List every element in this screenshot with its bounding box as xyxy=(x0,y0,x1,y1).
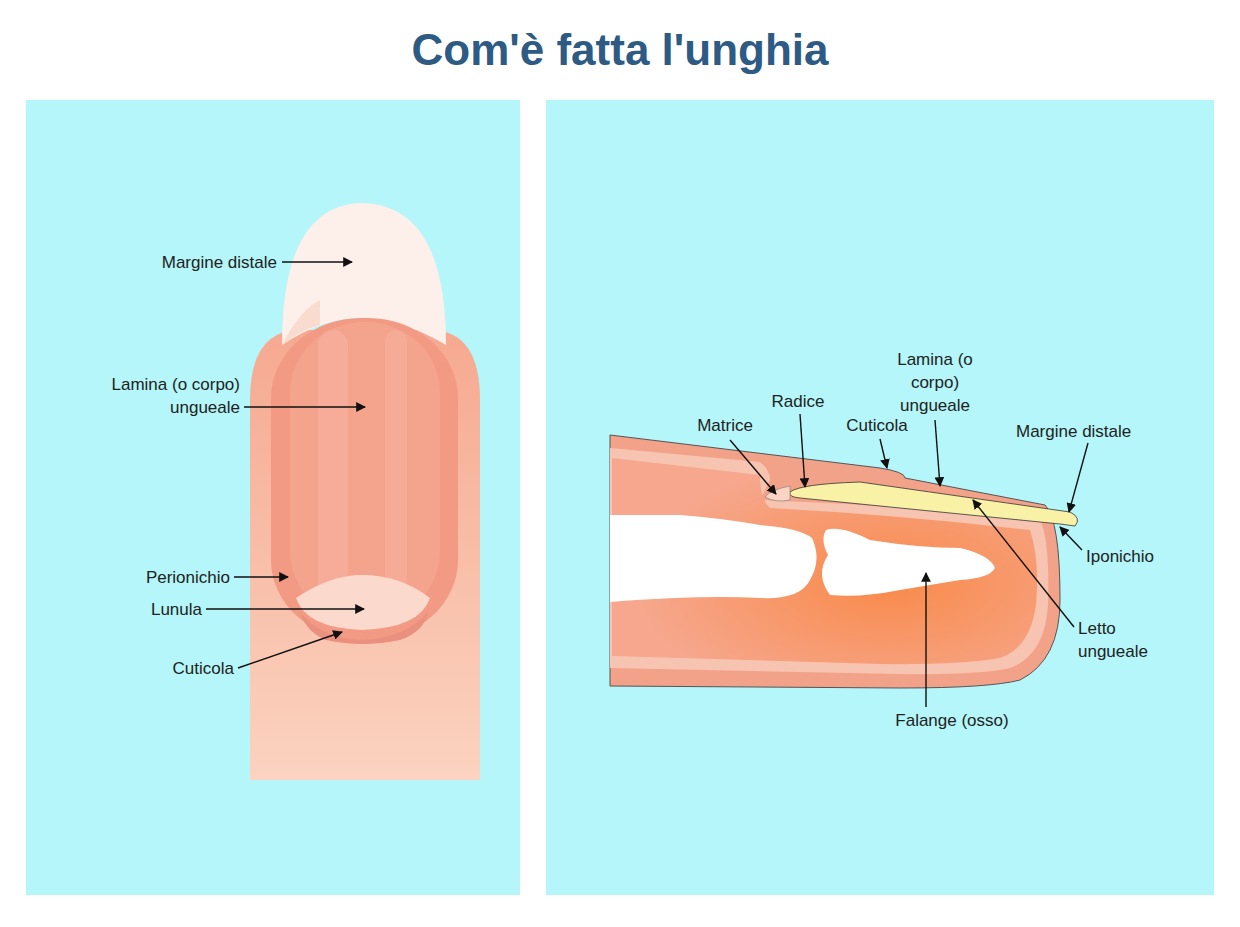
part-label: Matrice xyxy=(697,414,753,437)
part-label: Margine distale xyxy=(162,251,277,274)
nail-plate xyxy=(271,318,458,640)
part-label: Perionichio xyxy=(146,566,230,589)
finger-section xyxy=(610,435,1060,688)
part-label: Letto ungueale xyxy=(1078,617,1168,663)
lunula xyxy=(296,575,430,630)
panel xyxy=(26,100,520,895)
leader-lines xyxy=(206,262,1088,707)
part-label: Lamina (o corpo) ungueale xyxy=(895,348,975,417)
part-label: Falange (osso) xyxy=(895,709,1008,732)
title: Com'è fatta l'unghia xyxy=(412,25,829,75)
matrix xyxy=(765,486,790,501)
part-label: Lunula xyxy=(151,598,202,621)
part-label: Lamina (o corpo) ungueale xyxy=(90,373,240,419)
phalanx xyxy=(610,515,817,602)
part-label: Radice xyxy=(772,390,825,413)
nail-plate-section xyxy=(790,482,1078,526)
part-label: Cuticola xyxy=(846,414,907,437)
dermis xyxy=(610,448,1048,674)
panel xyxy=(546,100,1214,895)
distal-phalanx xyxy=(822,529,995,596)
part-label: Iponichio xyxy=(1086,545,1154,568)
part-label: Margine distale xyxy=(1016,420,1131,443)
part-label: Cuticola xyxy=(173,657,234,680)
